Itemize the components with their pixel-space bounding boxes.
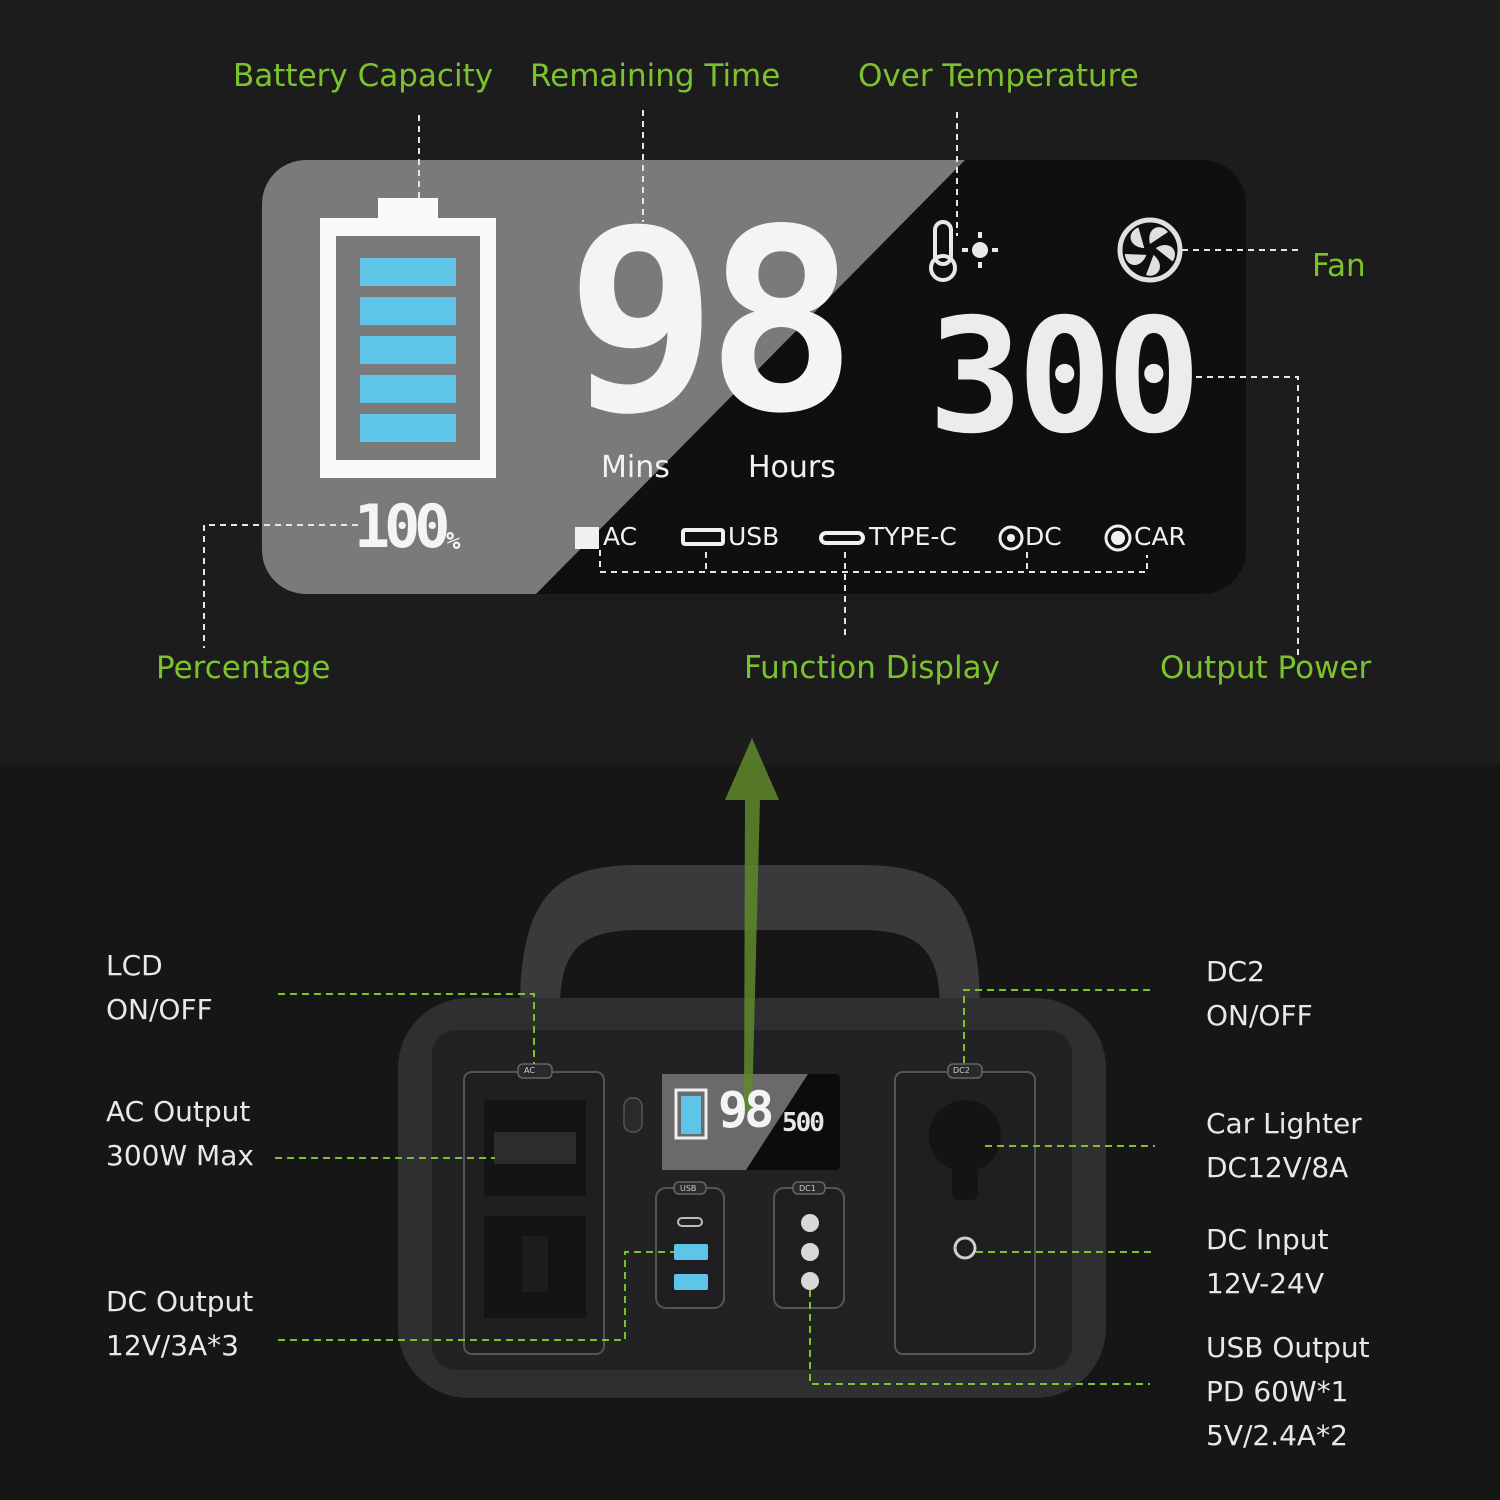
percentage-value: 100 [354,492,450,562]
dc2-button-label: DC2 [953,1066,970,1075]
callout-fan: Fan [1312,248,1366,284]
function-usb: USB [728,522,780,551]
dc-port-1 [801,1214,819,1232]
arrow-up-icon [725,738,779,1110]
dc1-button [792,1181,826,1195]
battery-icon [320,198,496,478]
dc1-button-label: DC1 [799,1184,816,1193]
callout-output-power: Output Power [1160,650,1372,686]
callout-lcd-onoff: LCD ON/OFF [106,949,213,1026]
callout-dc-input: DC Input 12V-24V [1206,1223,1329,1300]
battery-cell [360,336,456,364]
battery-cell [360,297,456,325]
dc-input-port [953,1236,977,1260]
callout-over-temperature: Over Temperature [858,58,1139,94]
car-port-icon [1104,524,1132,552]
battery-cell [360,375,456,403]
typec-port-icon [819,531,865,545]
ac-socket-icon [575,527,599,549]
ac-button-label: AC [524,1066,535,1075]
car-lighter-socket [929,1100,1001,1172]
battery-cell [360,414,456,442]
callout-function-display: Function Display [744,650,1000,686]
lcd-leader-lines [203,110,1302,655]
callout-dc-output: DC Output 12V/3A*3 [106,1285,254,1362]
mins-label: Mins [601,450,670,485]
dc-port-3 [801,1272,819,1290]
typec-port [677,1217,703,1227]
lcd-button [623,1097,643,1133]
callout-battery-capacity: Battery Capacity [233,58,494,94]
remaining-time-value: 98 [566,176,857,469]
carry-handle [520,865,980,1010]
callout-usb-output: USB Output PD 60W*1 5V/2.4A*2 [1206,1331,1370,1452]
battery-cell [360,258,456,286]
function-car: CAR [1134,522,1186,551]
function-ac: AC [603,522,638,551]
thermometer-icon [929,220,957,282]
callout-percentage: Percentage [156,650,331,686]
fan-icon [1117,217,1183,283]
callout-remaining-time: Remaining Time [530,58,781,94]
dc2-button [947,1063,983,1079]
usb-port-2 [674,1274,708,1290]
usb-port-icon [681,528,725,546]
sun-icon [962,232,998,268]
lcd-panel-graphic [203,110,1302,655]
percentage-unit: % [446,527,461,555]
usb-button [673,1181,707,1195]
function-typec: TYPE-C [869,522,957,551]
dc-port-2 [801,1243,819,1261]
dc-port-icon [998,525,1024,551]
callout-ac-output: AC Output 300W Max [106,1095,254,1172]
usb-button-label: USB [680,1184,697,1193]
power-station-graphic [275,738,1155,1398]
mini-time-value: 98 [718,1081,774,1139]
device-leader-lines [275,989,1155,1385]
callout-car-lighter: Car Lighter DC12V/8A [1206,1107,1362,1184]
mini-power-value: 500 [782,1108,825,1138]
usb-port-1 [674,1244,708,1260]
callout-dc2-onoff: DC2 ON/OFF [1206,955,1313,1032]
hours-label: Hours [748,450,836,485]
function-dc: DC [1025,522,1062,551]
output-power-value: 300 [928,285,1201,469]
